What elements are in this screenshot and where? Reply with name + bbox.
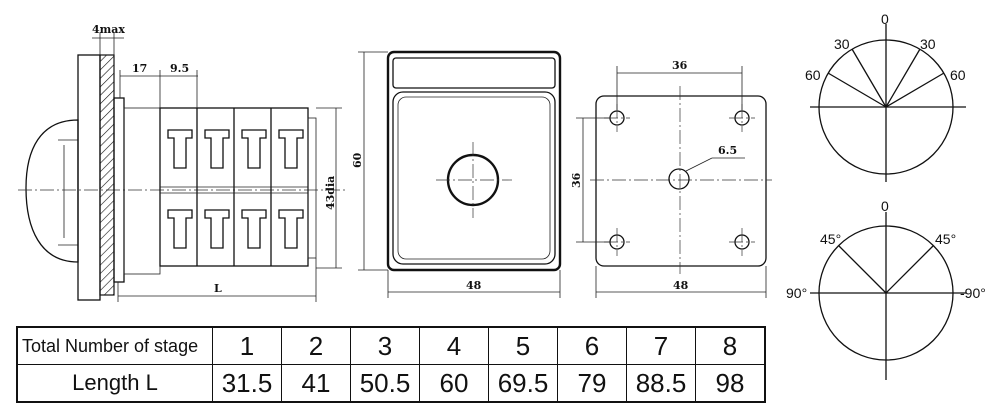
length-cell: 50.5 [350,364,420,403]
length-cell: 88.5 [626,364,696,403]
angle-top-0: 0 [881,11,889,27]
knob-edge-lines [58,139,78,246]
dim-center-hole: 6.5 [718,144,737,157]
angle-diagram-45-90: 0 45° 45° 90° -90° [786,198,986,380]
stage-cell: 1 [212,326,282,365]
dim-length-L: L [214,282,222,295]
stage-cell: 7 [626,326,696,365]
stage-cell: 6 [557,326,627,365]
dim-9-5: 9.5 [170,62,189,75]
table-header-stage: Total Number of stage [16,326,213,365]
side-dimensions [92,32,342,302]
center-shaft-hole [668,168,690,190]
length-cell: 60 [419,364,489,403]
angle-top-left-60: 60 [805,67,821,83]
length-cell: 98 [695,364,766,403]
angle-bottom-left-45: 45° [820,231,841,247]
dim-front-height: 60 [351,152,364,168]
length-cell: 79 [557,364,627,403]
cutout-panel-outline [595,95,767,267]
panel-cutout-view: 36 36 6.5 48 [570,59,772,298]
stage-cell: 2 [281,326,351,365]
dim-hole-spacing-top: 36 [672,59,688,72]
length-cell: 31.5 [212,364,282,403]
angle-bottom-right-45: 45° [935,231,956,247]
front-inner-bezel [397,96,551,260]
contact-stages [159,107,317,267]
panel-hatched [99,54,115,296]
dim-4max: 4max [92,23,125,36]
angle-diagram-30-60: 0 30 30 60 60 [805,11,966,182]
stage-cell: 3 [350,326,420,365]
front-view: 60 48 [351,50,562,298]
angle-top-right-60: 60 [950,67,966,83]
shaft-housing [123,107,161,275]
length-cell: 69.5 [488,364,558,403]
table-header-length: Length L [16,364,213,403]
dim-front-width: 48 [466,279,482,292]
table-row-lengths: Length L 31.5 41 50.5 60 69.5 79 88.5 98 [16,364,766,403]
front-plate [77,54,101,301]
stage-cell: 5 [488,326,558,365]
dim-hole-spacing-side: 36 [570,172,583,188]
dim-17: 17 [132,62,147,75]
front-outer-frame [386,50,562,272]
table-row-stages: Total Number of stage 1 2 3 4 5 6 7 8 [16,326,766,365]
length-cell: 41 [281,364,351,403]
front-label-window [392,57,556,89]
stage-cell: 4 [419,326,489,365]
angle-top-right-30: 30 [920,36,936,52]
dim-43dia: 43dia [324,176,337,210]
angle-bottom-right-90: -90° [960,285,986,301]
front-inner-panel [392,91,556,265]
angle-bottom-0: 0 [881,198,889,214]
stage-length-table: Total Number of stage 1 2 3 4 5 6 7 8 Le… [16,326,766,403]
dim-panel-width: 48 [673,279,689,292]
angle-bottom-left-90: 90° [786,285,807,301]
stage-cell: 8 [695,326,766,365]
angle-top-left-30: 30 [834,36,850,52]
knob-outline [25,119,79,263]
side-view: 4max 17 9.5 L 43dia [18,23,345,302]
